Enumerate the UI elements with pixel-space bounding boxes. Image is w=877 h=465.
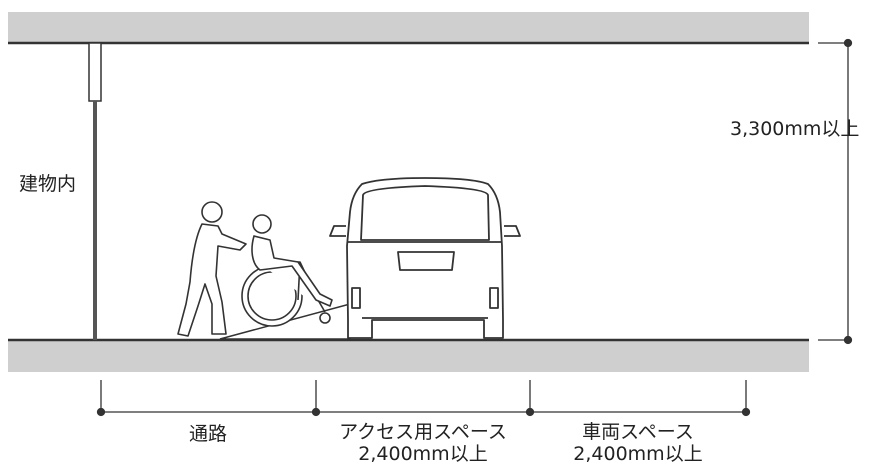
vehicle-space-label: 車両スペース [582, 421, 694, 443]
van-icon [329, 177, 521, 339]
ceiling-height-label: 3,300mm以上 [730, 118, 860, 140]
building-interior-label: 建物内 [19, 173, 77, 195]
vehicle-space-width-label: 2,400mm以上 [573, 443, 703, 465]
access-space-width-label: 2,400mm以上 [358, 443, 488, 465]
wheelchair-icon [241, 214, 333, 327]
height-dimension-line [818, 38, 853, 345]
building-wall [88, 42, 102, 340]
person-icon [177, 201, 247, 337]
passage-label: 通路 [188, 423, 227, 445]
ceiling-slab [8, 12, 809, 45]
access-space-label: アクセス用スペース [339, 421, 507, 443]
width-dimension-line [96, 380, 751, 417]
floor-slab [8, 338, 809, 372]
